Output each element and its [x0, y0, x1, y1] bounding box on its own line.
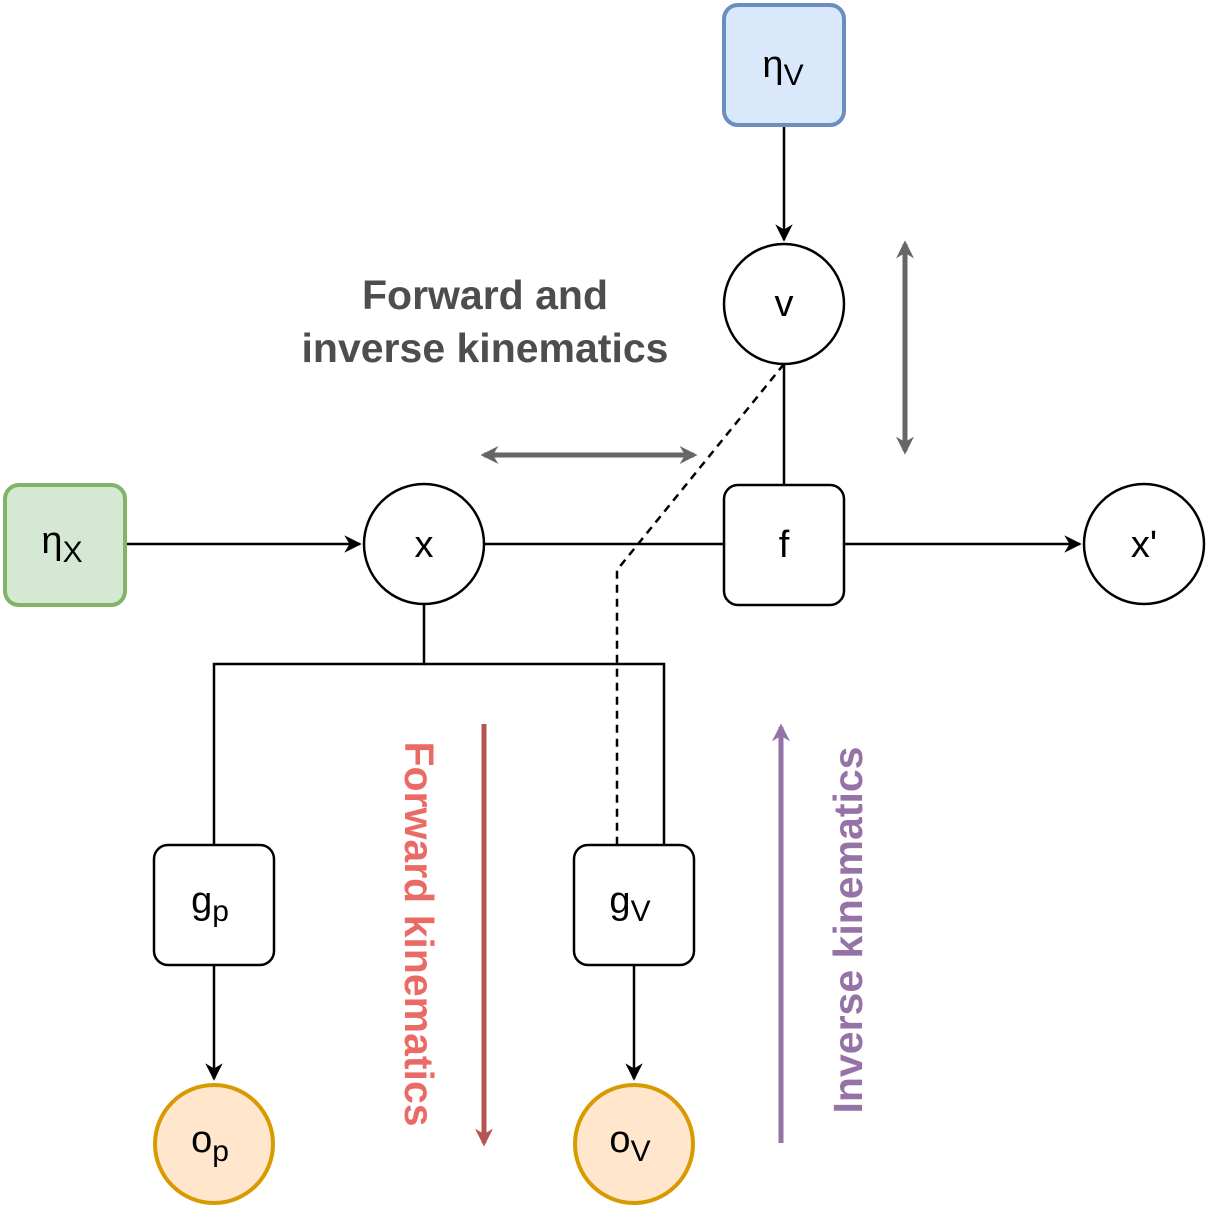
node-g-p: gp	[152, 843, 276, 967]
node-o-v: oV	[573, 1083, 695, 1205]
svg-text:f: f	[779, 524, 790, 566]
node-g-v: gV	[572, 843, 696, 967]
node-v: v	[722, 242, 846, 366]
forward-kinematics-label: Forward kinematics	[396, 741, 442, 1126]
svg-text:ηV: ηV	[762, 44, 803, 92]
node-eta-v: ηV	[722, 3, 846, 127]
node-f: f	[722, 483, 846, 607]
svg-text:x': x'	[1131, 524, 1157, 566]
svg-text:ηX: ηX	[41, 520, 82, 569]
svg-text:gp: gp	[191, 880, 229, 928]
svg-text:oV: oV	[609, 1119, 650, 1168]
inverse-kinematics-label: Inverse kinematics	[825, 747, 871, 1114]
svg-text:x: x	[415, 524, 434, 566]
svg-text:v: v	[775, 283, 794, 325]
edge-v-to-gv-dashed	[615, 363, 785, 844]
node-o-p: op	[153, 1083, 275, 1205]
edge-x-to-gp	[212, 605, 426, 844]
forward-inverse-label-line2: inverse kinematics	[302, 325, 669, 371]
svg-text:gV: gV	[609, 880, 650, 928]
node-eta-x: ηX	[3, 483, 127, 607]
edge-x-to-gv	[424, 662, 666, 844]
node-x-prime: x'	[1082, 482, 1206, 606]
forward-inverse-label-line1: Forward and	[362, 272, 608, 318]
svg-text:op: op	[191, 1119, 229, 1168]
node-x: x	[362, 482, 486, 606]
